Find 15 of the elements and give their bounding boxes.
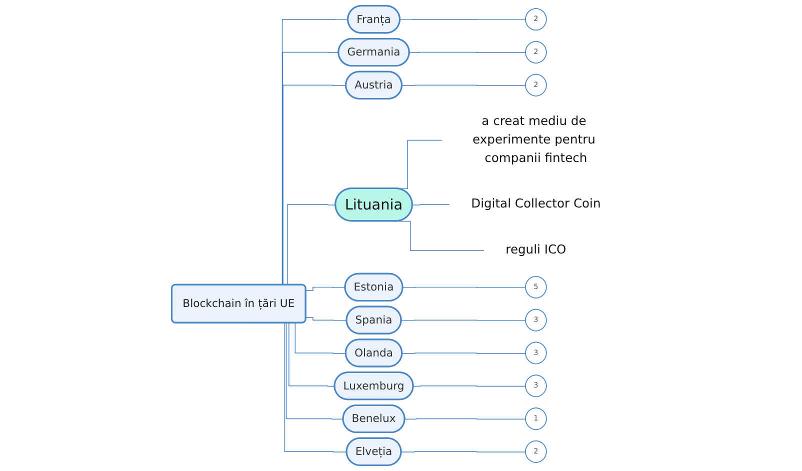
- connector: [409, 52, 526, 53]
- connector: [402, 286, 526, 288]
- connector: [413, 386, 526, 387]
- connector: [404, 418, 526, 420]
- node-text: reguli ICO: [506, 242, 566, 258]
- connector: [400, 18, 526, 20]
- connector: [402, 84, 526, 86]
- connector: [412, 204, 450, 206]
- connector: [402, 352, 526, 354]
- connector: [401, 320, 526, 321]
- connector: [401, 451, 526, 452]
- connector: [306, 317, 348, 321]
- connector: [306, 286, 346, 291]
- node-text: a creat mediu de experimente pentru companii fintech: [472, 114, 596, 166]
- node-text: Digital Collector Coin: [471, 196, 601, 212]
